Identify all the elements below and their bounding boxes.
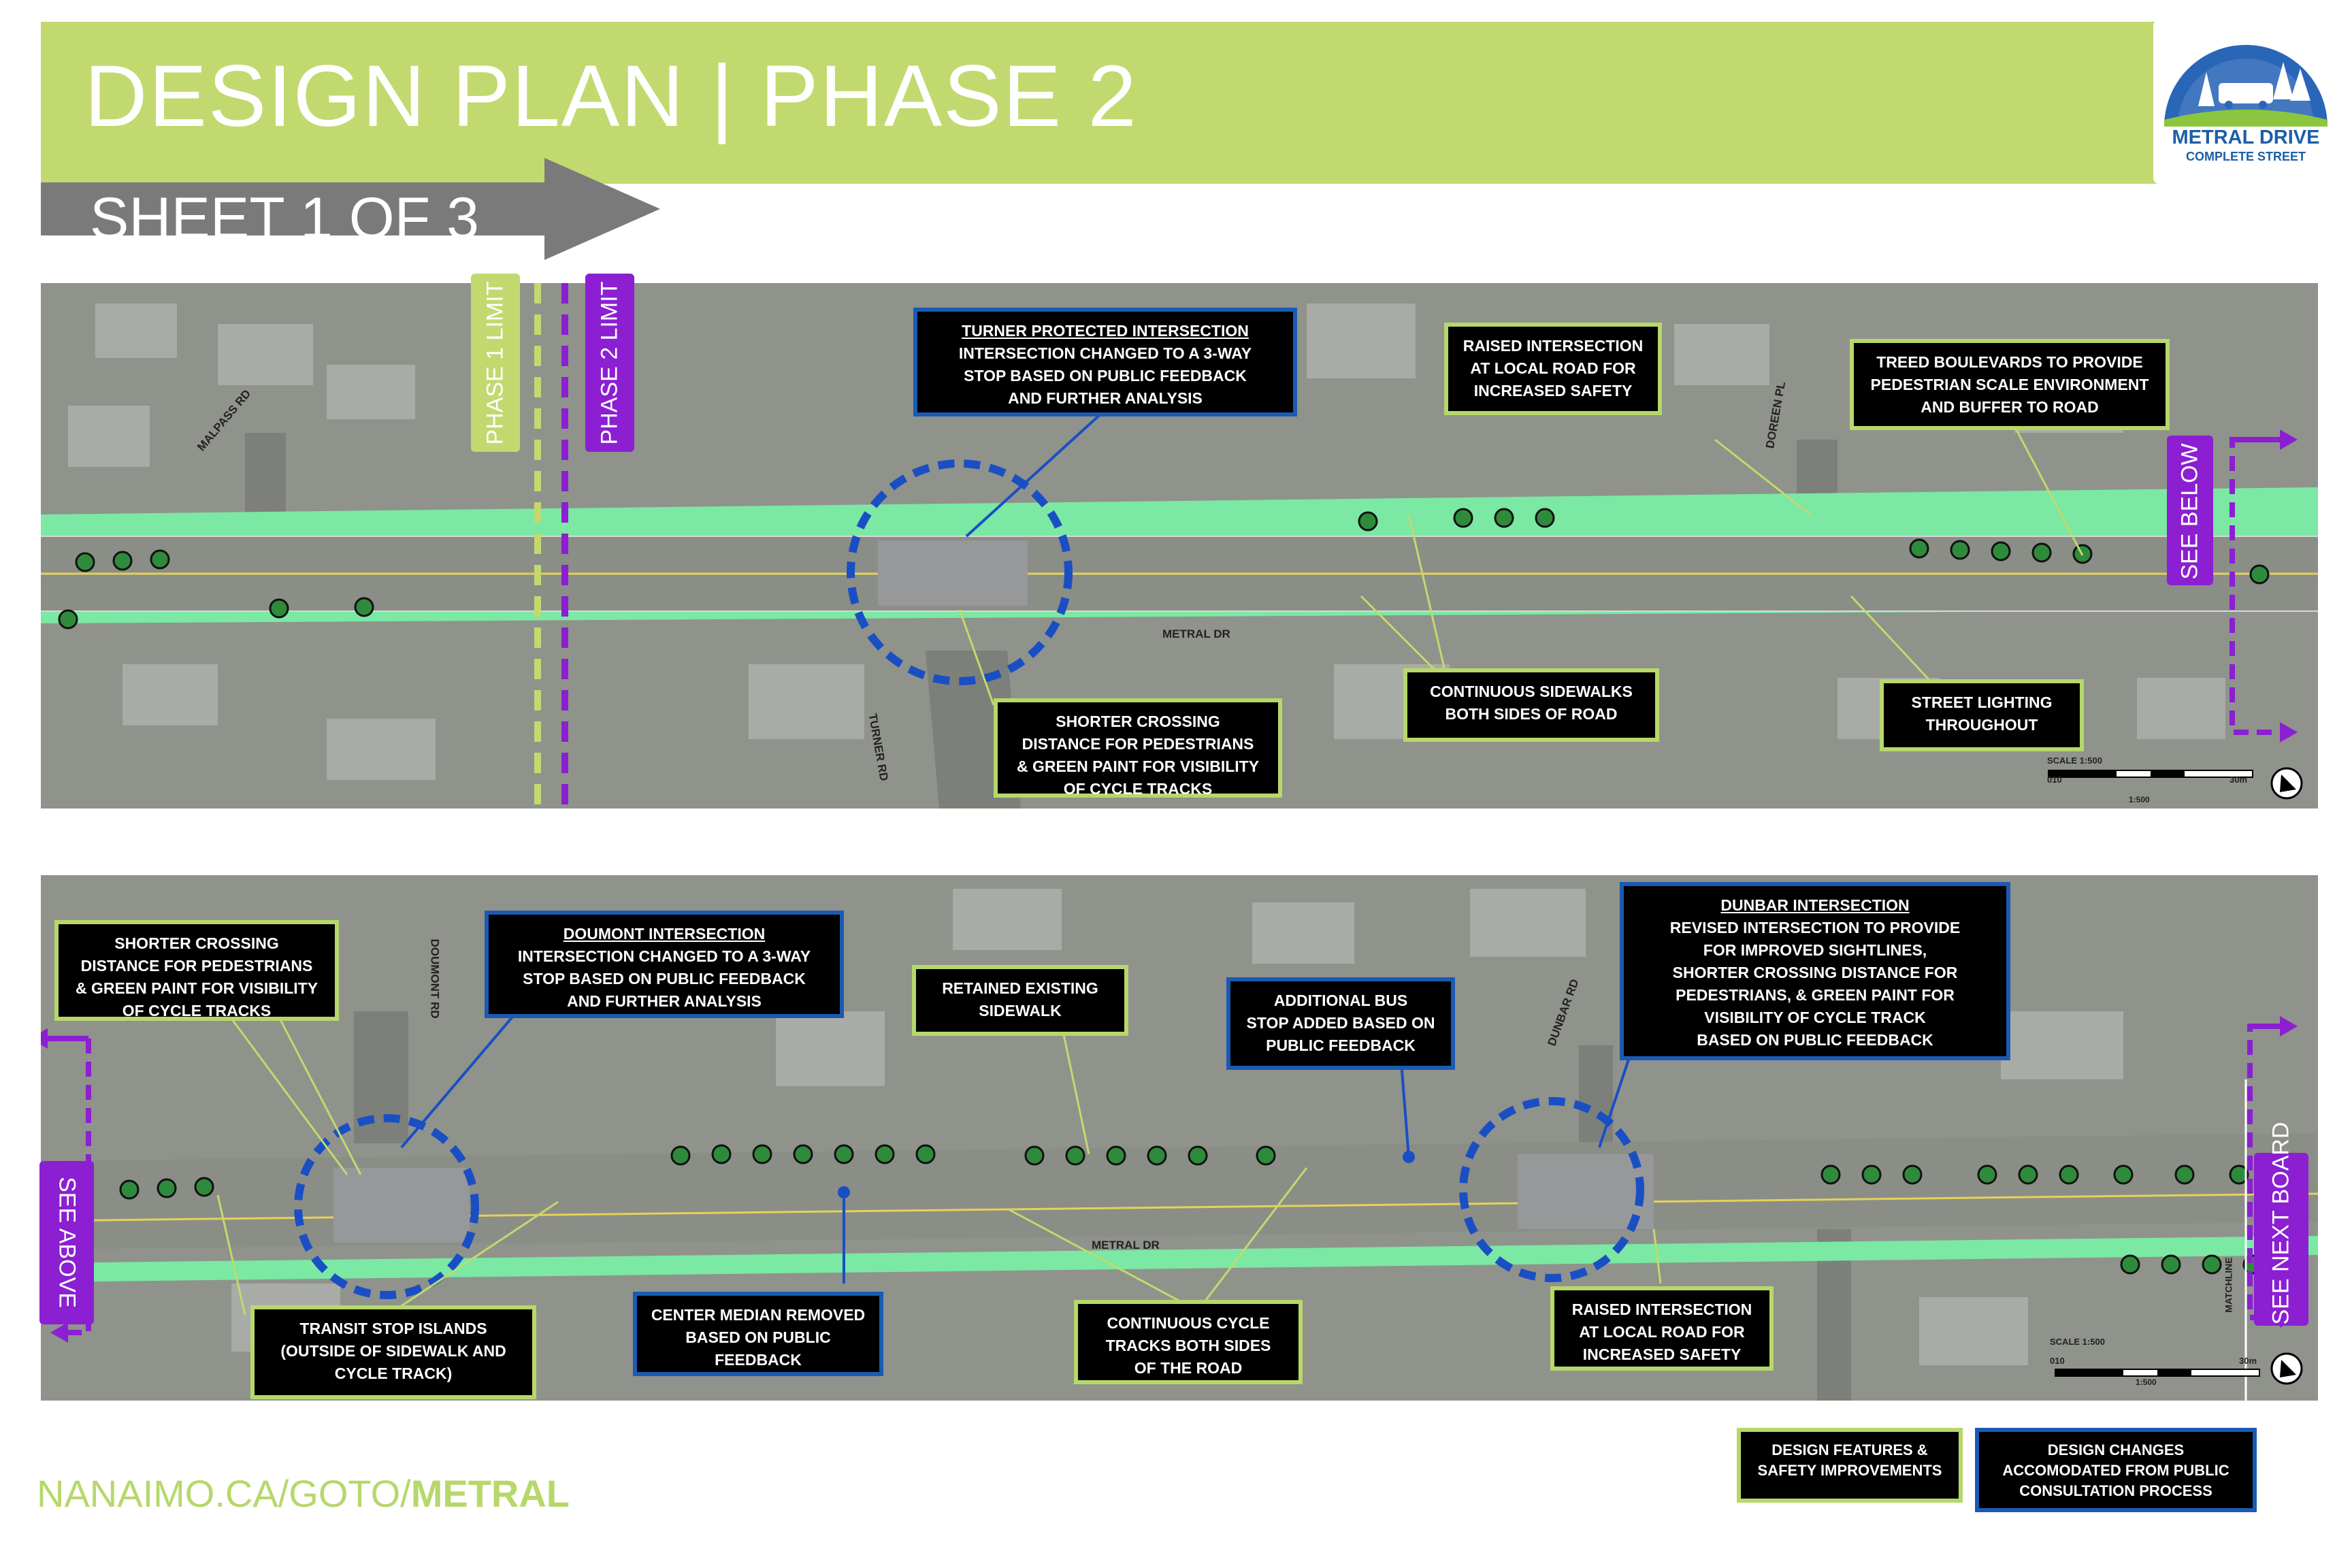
page-title: DESIGN PLAN | PHASE 2 — [84, 48, 1138, 145]
callout-doumont-intersection: DOUMONT INTERSECTION INTERSECTION CHANGE… — [485, 911, 844, 1018]
callout-street-lighting: STREET LIGHTING THROUGHOUT — [1880, 679, 2084, 751]
header-banner — [41, 22, 2175, 184]
legend-design-changes: DESIGN CHANGES ACCOMODATED FROM PUBLIC C… — [1975, 1428, 2257, 1512]
callout-raised-intersection-top: RAISED INTERSECTION AT LOCAL ROAD FOR IN… — [1444, 323, 1662, 415]
callout-retained-sidewalk: RETAINED EXISTING SIDEWALK — [912, 965, 1128, 1036]
logo-icon — [2164, 45, 2328, 127]
scale-start-bottom: 010 — [2050, 1356, 2065, 1366]
matchline-label: MATCHLINE — [2223, 1257, 2234, 1313]
road-label-doumont: DOUMONT RD — [428, 938, 442, 1019]
scale-start-top: 010 — [2047, 774, 2062, 785]
project-url[interactable]: NANAIMO.CA/GOTO/METRAL — [37, 1472, 570, 1515]
scale-label-bottom: SCALE 1:500 — [2050, 1337, 2105, 1347]
legend-design-features: DESIGN FEATURES & SAFETY IMPROVEMENTS — [1737, 1428, 1963, 1503]
scale-end-bottom: 30m — [2239, 1356, 2257, 1366]
phase1-limit-label: PHASE 1 LIMIT — [471, 274, 520, 452]
sheet-number: SHEET 1 OF 3 — [90, 186, 479, 251]
callout-treed-boulevards: TREED BOULEVARDS TO PROVIDE PEDESTRIAN S… — [1850, 339, 2170, 430]
callout-additional-bus-stop: ADDITIONAL BUS STOP ADDED BASED ON PUBLI… — [1226, 977, 1455, 1070]
phase2-limit-label: PHASE 2 LIMIT — [585, 274, 634, 452]
logo-subtitle: COMPLETE STREET — [2185, 150, 2306, 163]
road-label-metral-bottom: METRAL DR — [1092, 1239, 1160, 1252]
callout-continuous-cycle-tracks: CONTINUOUS CYCLE TRACKS BOTH SIDES OF TH… — [1074, 1300, 1303, 1384]
callout-turner-intersection: TURNER PROTECTED INTERSECTION INTERSECTI… — [913, 308, 1297, 416]
sheet-arrow — [41, 158, 660, 260]
scale-ratio-top: 1:500 — [2129, 795, 2150, 804]
see-below-label: SEE BELOW — [2167, 436, 2213, 585]
callout-shorter-crossing-top: SHORTER CROSSING DISTANCE FOR PEDESTRIAN… — [994, 698, 1282, 798]
callout-shorter-crossing-bottom: SHORTER CROSSING DISTANCE FOR PEDESTRIAN… — [54, 920, 339, 1021]
callout-transit-stop-islands: TRANSIT STOP ISLANDS (OUTSIDE OF SIDEWAL… — [250, 1305, 536, 1399]
scale-end-top: 30m — [2230, 774, 2248, 785]
see-above-label: SEE ABOVE — [39, 1161, 94, 1324]
road-label-metral-top: METRAL DR — [1162, 627, 1230, 640]
scale-label-top: SCALE 1:500 — [2047, 755, 2102, 766]
callout-continuous-sidewalks: CONTINUOUS SIDEWALKS BOTH SIDES OF ROAD — [1403, 668, 1659, 742]
logo-title: METRAL DRIVE — [2172, 127, 2320, 148]
callout-raised-intersection-bottom: RAISED INTERSECTION AT LOCAL ROAD FOR IN… — [1550, 1286, 1774, 1371]
see-next-board-label: SEE NEXT BOARD — [2254, 1122, 2308, 1326]
callout-center-median-removed: CENTER MEDIAN REMOVED BASED ON PUBLIC FE… — [633, 1292, 883, 1376]
scale-ratio-bottom: 1:500 — [2136, 1377, 2157, 1387]
callout-dunbar-intersection: DUNBAR INTERSECTION REVISED INTERSECTION… — [1620, 882, 2010, 1060]
